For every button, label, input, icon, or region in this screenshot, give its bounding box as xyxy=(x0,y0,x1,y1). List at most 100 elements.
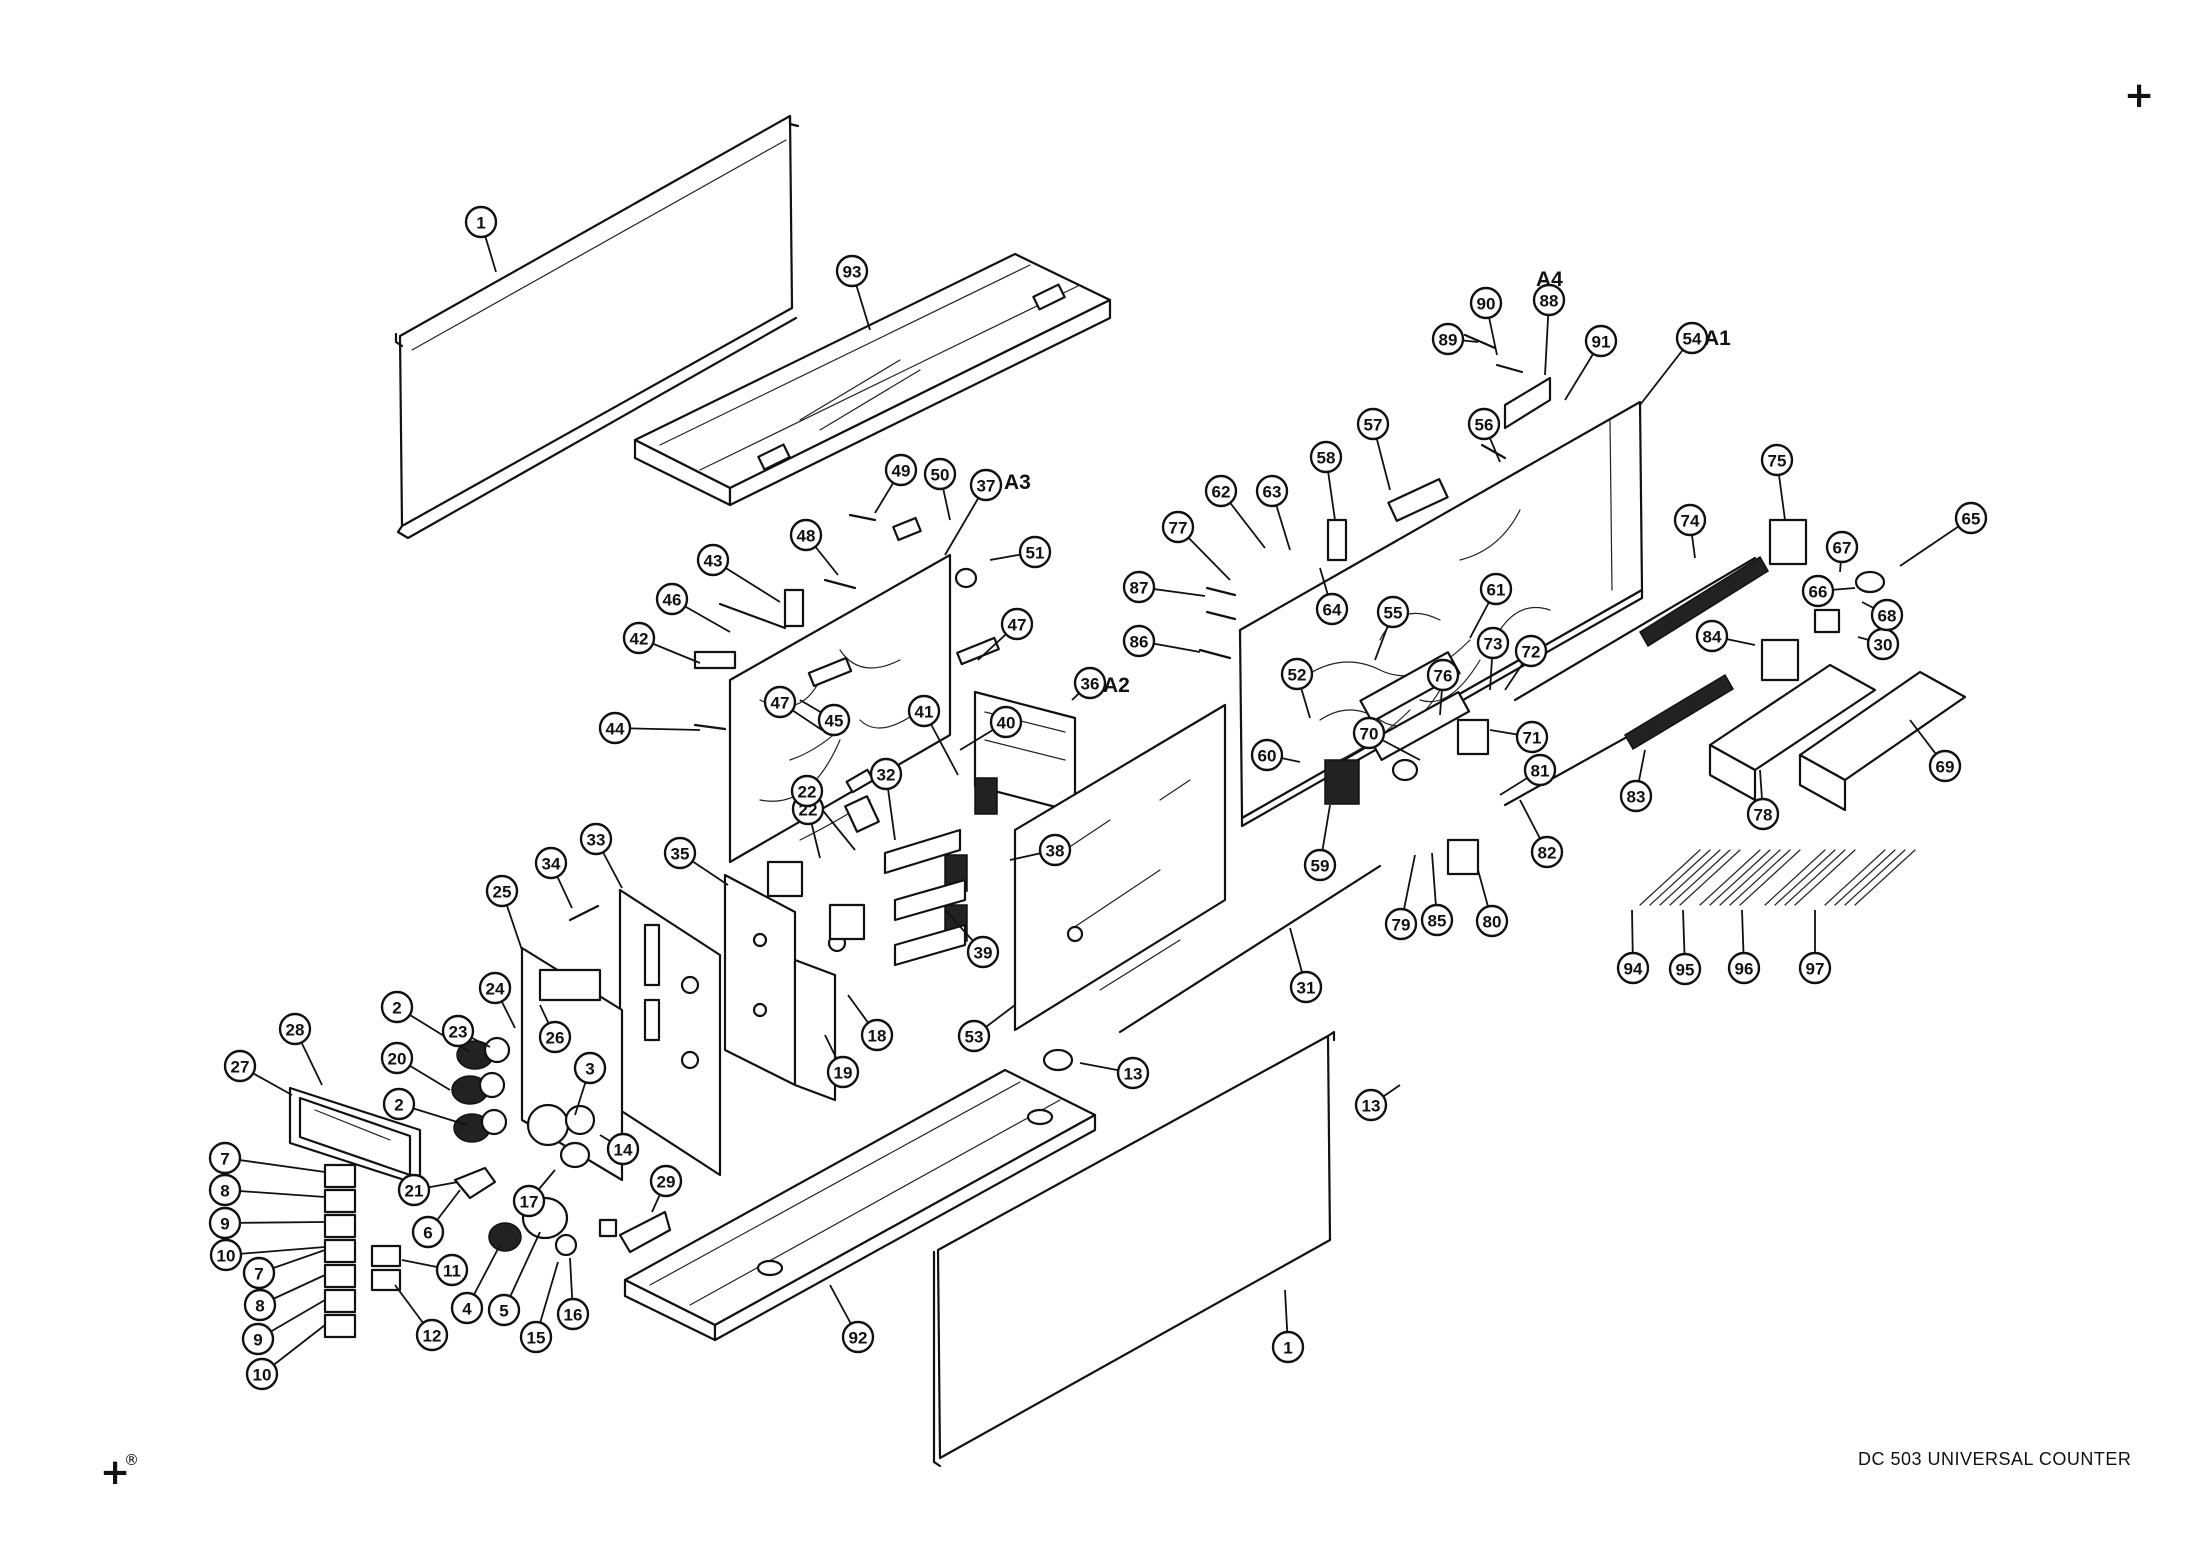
callout-number: 43 xyxy=(704,552,723,571)
callout-bubble xyxy=(1746,797,1780,831)
callout-bubble xyxy=(556,1297,590,1331)
callout-bubble xyxy=(860,1018,894,1052)
callout-number: 83 xyxy=(1627,788,1646,807)
callout-bubble xyxy=(789,518,823,552)
callout-16: 16 xyxy=(556,1297,590,1331)
callout-bubble xyxy=(380,1041,414,1075)
callout-1: 1 xyxy=(1271,1330,1305,1364)
callout-bubble xyxy=(1469,286,1503,320)
callout-bubble xyxy=(1204,474,1238,508)
callout-bubble xyxy=(907,694,941,728)
callout-32: 32 xyxy=(869,757,903,791)
callout-number: 45 xyxy=(825,712,844,731)
callout-bubble xyxy=(1250,738,1284,772)
callout-67: 67 xyxy=(1825,530,1859,564)
callout-bubble xyxy=(1584,324,1618,358)
callout-bubble xyxy=(1354,1088,1388,1122)
callout-8: 8 xyxy=(243,1288,277,1322)
callout-13: 13 xyxy=(1354,1088,1388,1122)
callout-number: 28 xyxy=(286,1021,305,1040)
callout-bubble xyxy=(790,774,824,808)
callout-58: 58 xyxy=(1309,440,1343,474)
registered-trademark-icon: ® xyxy=(124,1451,139,1469)
callout-47: 47 xyxy=(763,685,797,719)
callout-number: 39 xyxy=(974,944,993,963)
callout-number: 40 xyxy=(997,714,1016,733)
side-panel-bottom xyxy=(932,1030,1336,1468)
callout-number: 46 xyxy=(663,591,682,610)
callout-number: 57 xyxy=(1364,416,1383,435)
callout-number: 24 xyxy=(486,980,505,999)
assembly-ref-a2: A2 xyxy=(1103,674,1130,697)
callout-number: 41 xyxy=(915,703,934,722)
callout-79: 79 xyxy=(1384,907,1418,941)
callout-number: 48 xyxy=(797,527,816,546)
callout-12: 12 xyxy=(415,1318,449,1352)
callout-29: 29 xyxy=(649,1164,683,1198)
callout-number: 95 xyxy=(1676,961,1695,980)
callout-bubble xyxy=(1619,779,1653,813)
callout-61: 61 xyxy=(1479,572,1513,606)
screws-and-standoffs xyxy=(568,513,1237,922)
callout-bubble xyxy=(1315,592,1349,626)
callout-bubble xyxy=(1825,530,1859,564)
callout-bubble xyxy=(1523,753,1557,787)
callout-bubble xyxy=(487,1293,521,1327)
callout-bubble xyxy=(989,705,1023,739)
callout-bubble xyxy=(598,711,632,745)
callout-23: 23 xyxy=(441,1014,475,1048)
callout-number: 65 xyxy=(1962,510,1981,529)
callout-number: 36 xyxy=(1081,675,1100,694)
callout-51: 51 xyxy=(1018,535,1052,569)
callout-96: 96 xyxy=(1727,951,1761,985)
callout-15: 15 xyxy=(519,1320,553,1354)
callout-number: 68 xyxy=(1878,607,1897,626)
callout-90: 90 xyxy=(1469,286,1503,320)
callout-bubble xyxy=(869,757,903,791)
callout-number: 56 xyxy=(1475,416,1494,435)
callout-bubble xyxy=(1289,970,1323,1004)
callout-87: 87 xyxy=(1122,570,1156,604)
drawing-title: DC 503 UNIVERSAL COUNTER xyxy=(1858,1449,2132,1469)
callout-80: 80 xyxy=(1475,904,1509,938)
callout-7: 7 xyxy=(208,1141,242,1175)
callout-number: 81 xyxy=(1531,762,1550,781)
callout-number: 59 xyxy=(1311,857,1330,876)
callout-6: 6 xyxy=(411,1215,445,1249)
callout-94: 94 xyxy=(1616,951,1650,985)
callout-bubble xyxy=(1420,903,1454,937)
callout-17: 17 xyxy=(512,1184,546,1218)
callout-bubble xyxy=(1018,535,1052,569)
callout-number: 78 xyxy=(1754,806,1773,825)
callout-bubble xyxy=(957,1019,991,1053)
callout-number: 22 xyxy=(798,783,817,802)
sub-panel xyxy=(723,873,837,1102)
callout-bubble xyxy=(606,1132,640,1166)
hatch-samples xyxy=(1639,849,1916,906)
callout-56: 56 xyxy=(1467,407,1501,441)
callout-8: 8 xyxy=(208,1173,242,1207)
callout-53: 53 xyxy=(957,1019,991,1053)
callout-number: 38 xyxy=(1046,842,1065,861)
callout-9: 9 xyxy=(241,1322,275,1356)
callout-bubble xyxy=(1384,907,1418,941)
callout-number: 58 xyxy=(1317,449,1336,468)
callout-3: 3 xyxy=(573,1051,607,1085)
callout-number: 2 xyxy=(392,999,401,1018)
callout-number: 91 xyxy=(1592,333,1611,352)
callout-bubble xyxy=(1530,835,1564,869)
callout-number: 29 xyxy=(657,1173,676,1192)
callout-54: 54 xyxy=(1675,321,1709,355)
callout-number: 71 xyxy=(1523,729,1542,748)
callout-47: 47 xyxy=(1000,607,1034,641)
callout-number: 49 xyxy=(892,462,911,481)
callout-31: 31 xyxy=(1289,970,1323,1004)
callout-75: 75 xyxy=(1760,443,1794,477)
callout-bubble xyxy=(884,453,918,487)
callout-number: 30 xyxy=(1874,636,1893,655)
callout-number: 90 xyxy=(1477,295,1496,314)
callout-bubble xyxy=(1116,1056,1150,1090)
callout-bubble xyxy=(1038,833,1072,867)
callout-64: 64 xyxy=(1315,592,1349,626)
